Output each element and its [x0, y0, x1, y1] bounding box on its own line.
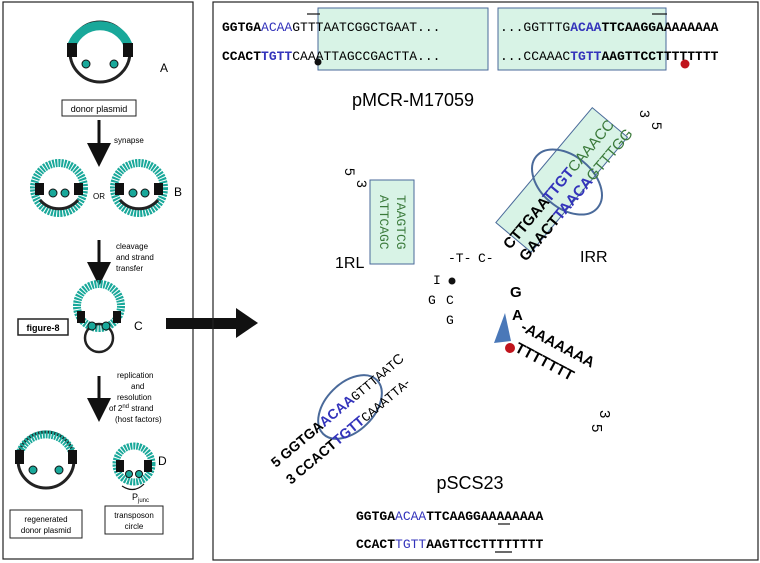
synapse-plasmid-left — [30, 159, 88, 217]
right-arm-a: A — [512, 307, 523, 324]
pscs-seq-bottom: CCACTTGTTAAGTTCCTTTTTTTT — [356, 537, 543, 552]
top-left-bottom-dot — [314, 58, 322, 66]
stage-c-label: C — [134, 319, 143, 333]
and-label: and — [131, 382, 144, 391]
center-g1: G — [428, 293, 436, 308]
top-left-green-box — [317, 7, 489, 71]
irr-highlight-oval — [531, 148, 603, 216]
cleavage-label: cleavage — [116, 242, 149, 251]
regenerated-label-2: donor plasmid — [21, 526, 71, 535]
top-right-red-dot — [680, 59, 690, 69]
right-arm-red-dot — [505, 343, 515, 353]
top-left-seq-bottom: CCACTTGTTCAAATTAGCCGACTTA... — [222, 49, 440, 64]
right-panel-frame — [212, 1, 759, 561]
pmcr-label: pMCR-M17059 — [352, 90, 474, 110]
arm-irr-five-prime: 5 — [649, 122, 665, 130]
replication-label: replication — [117, 371, 153, 380]
arm-1rl — [369, 179, 415, 265]
arm-1rl-top-seq: ATTCAGC — [376, 195, 391, 250]
arm-1rl-bottom-seq: TAAGTCG — [393, 195, 408, 250]
right-arm-five-prime: 5 — [588, 424, 605, 432]
center-c1: C — [446, 293, 454, 308]
transfer-label: transfer — [116, 264, 143, 273]
synapse-plasmid-right — [110, 159, 168, 217]
arm-irr — [495, 106, 629, 253]
or-label: OR — [93, 192, 105, 201]
right-arm-triangle — [494, 313, 511, 343]
right-arm-g: G — [510, 284, 522, 301]
pjunc-label: Pjunc — [132, 492, 149, 504]
stage-a-label: A — [160, 61, 168, 75]
top-right-seq-bottom: ...CCAAACTGTTAAGTTCCTTTTTTTT — [500, 49, 719, 64]
arm-irr-three-prime: 3 — [637, 110, 653, 118]
donor-plasmid-diagram — [67, 20, 133, 84]
regenerated-box — [9, 509, 83, 539]
pscs-label: pSCS23 — [436, 473, 503, 493]
arm-1rl-three-prime: 3 — [354, 180, 370, 188]
figure8-diagram — [73, 280, 125, 354]
resolution-label: resolution — [117, 393, 152, 402]
stage-b-label: B — [174, 185, 182, 199]
lower-left-top-seq: 5 GGTGAACAAGTTTAATC — [268, 350, 408, 471]
arm-1rl-five-prime: 5 — [342, 168, 358, 176]
and-strand-label: and strand — [116, 253, 154, 262]
arm-irr-label: IRR — [580, 249, 608, 266]
top-right-green-box — [497, 7, 667, 71]
center-dot — [448, 277, 456, 285]
lower-left-highlight-oval — [317, 374, 383, 440]
host-factors-label: (host factors) — [115, 415, 162, 424]
stage-d-label: D — [158, 454, 167, 468]
right-arm-three-prime: 3 — [596, 410, 613, 418]
top-right-seq-top: ...GGTTTGACAATTCAAGGAAAAAAAA — [500, 20, 719, 35]
arm-1rl-label: 1RL — [335, 255, 364, 272]
connector-arrow — [166, 308, 258, 338]
center-l: I — [433, 273, 441, 288]
transposon-circle-diagram — [112, 442, 156, 491]
transposon-box — [104, 505, 164, 535]
regenerated-plasmid-diagram — [15, 430, 77, 490]
figure8-label: figure-8 — [26, 323, 59, 333]
donor-plasmid-label: donor plasmid — [71, 104, 128, 114]
left-panel-frame — [2, 1, 194, 560]
junction-t: -T- — [448, 251, 471, 266]
center-g2: G — [446, 313, 454, 328]
synapse-label: synapse — [114, 136, 144, 145]
transposon-label-1: transposon — [114, 511, 154, 520]
regenerated-label-1: regenerated — [24, 515, 67, 524]
junction-c: C- — [478, 251, 494, 266]
figure8-box — [17, 318, 69, 336]
second-strand-label: of 2nd strand — [109, 404, 154, 413]
donor-plasmid-box — [61, 99, 137, 117]
transposon-label-2: circle — [125, 522, 144, 531]
top-left-seq-top: GGTGAACAAGTTTAATCGGCTGAAT... — [222, 20, 440, 35]
pscs-seq-top: GGTGAACAATTCAAGGAAAAAAAA — [356, 509, 543, 524]
